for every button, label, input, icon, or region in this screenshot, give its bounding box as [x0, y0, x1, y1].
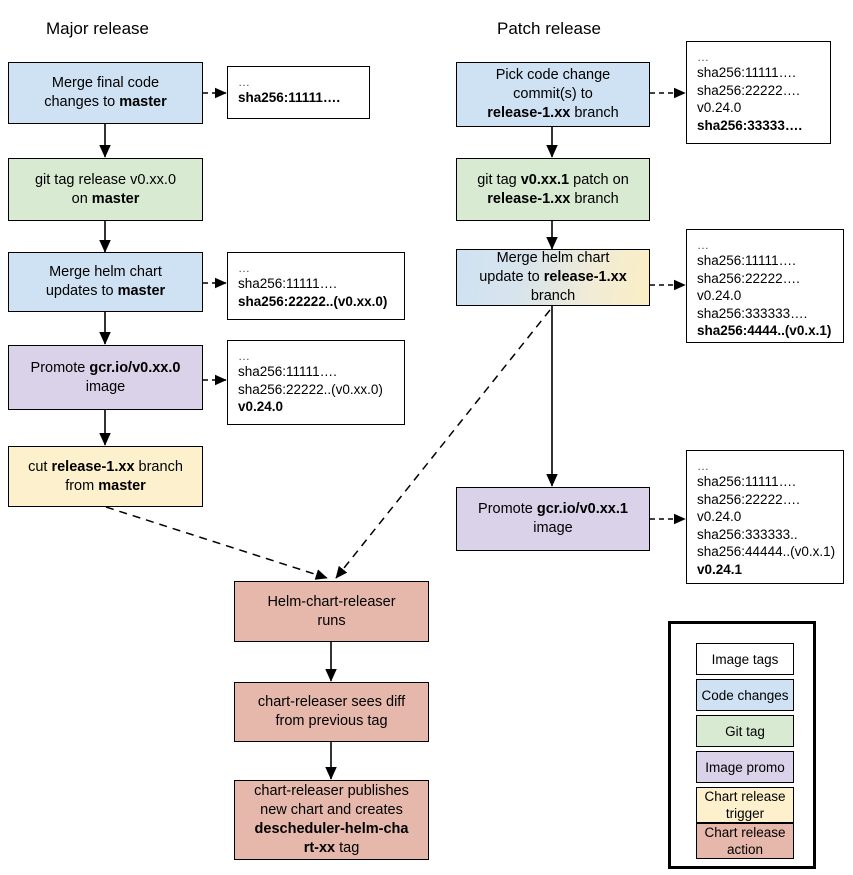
tag-line-4: sha256:333333.. — [697, 526, 798, 542]
legend-item-image-promo: Image promo — [696, 751, 794, 783]
legend-item-code-changes: Code changes — [696, 679, 794, 711]
tagbox-after-merge-final-code: …sha256:11111…. — [227, 66, 370, 119]
tag-line-4: sha256:333333…. — [697, 305, 808, 321]
patch-release-title: Patch release — [497, 19, 601, 38]
major-release-title: Major release — [46, 19, 149, 38]
tag-line-1: sha256:11111…. — [238, 90, 341, 105]
legend-item-git-tag: Git tag — [696, 715, 794, 747]
legend-item-image-tags: Image tags — [696, 643, 794, 675]
tag-line-1: sha256:11111…. — [697, 253, 796, 268]
tag-line-1: sha256:11111…. — [697, 474, 796, 489]
tag-line-2: sha256:22222…. — [697, 491, 800, 507]
tag-line-0: … — [238, 261, 251, 275]
tagbox-after-merge-helm-chart-release: …sha256:11111…. sha256:22222…. v0.24.0 sha2… — [686, 229, 844, 343]
tag-line-0: … — [697, 459, 710, 473]
tag-line-2: sha256:22222…. — [697, 270, 800, 286]
tag-line-0: … — [238, 75, 251, 89]
tag-line-2: sha256:22222..(v0.xx.0) — [238, 381, 383, 397]
tagbox-after-pick-code-change: …sha256:11111…. sha256:22222…. v0.24.0 sha2… — [686, 41, 831, 144]
tagbox-after-promote-image-major: …sha256:11111…. sha256:22222..(v0.xx.0) v0… — [227, 340, 405, 425]
tagbox-after-merge-helm-chart-master: …sha256:11111…. sha256:22222..(v0.xx.0) — [227, 252, 405, 320]
dash-mergehelmrelease-to-releaser — [335, 309, 551, 579]
tag-line-3: v0.24.0 — [697, 288, 742, 303]
tag-line-5: sha256:4444..(v0.x.1) — [697, 323, 832, 338]
tag-line-1: sha256:11111…. — [238, 364, 337, 379]
legend-label: Chart release trigger — [704, 789, 786, 821]
legend-item-chart-release-trigger: Chart release trigger — [696, 787, 794, 823]
tag-line-5: sha256:44444..(v0.x.1) — [697, 544, 836, 559]
legend-label: Image tags — [711, 651, 779, 667]
legend-label: Code changes — [701, 687, 789, 703]
tag-line-0: … — [697, 238, 710, 252]
legend-label: Image promo — [705, 759, 785, 775]
tag-line-0: … — [238, 349, 251, 363]
tag-line-4: sha256:33333…. — [697, 117, 803, 133]
legend-label: Git tag — [725, 723, 765, 739]
tag-line-1: sha256:11111…. — [697, 65, 796, 80]
tag-line-0: … — [697, 50, 710, 64]
tag-line-2: sha256:22222…. — [697, 82, 800, 98]
tag-line-2: sha256:22222..(v0.xx.0) — [238, 293, 388, 309]
dash-cutbranch-to-releaser — [105, 506, 328, 580]
tag-line-3: v0.24.0 — [697, 100, 742, 115]
tag-line-3: v0.24.0 — [238, 399, 284, 414]
legend-panel: Image tags Code changes Git tag Image pr… — [668, 621, 816, 869]
tag-line-6: v0.24.1 — [697, 561, 743, 577]
legend-item-chart-release-action: Chart release action — [696, 823, 794, 859]
tag-line-3: v0.24.0 — [697, 509, 742, 524]
tagbox-after-promote-image-patch: …sha256:11111…. sha256:22222…. v0.24.0 sha2… — [686, 450, 844, 584]
legend-label: Chart release action — [704, 825, 786, 857]
tag-line-1: sha256:11111…. — [238, 276, 337, 291]
